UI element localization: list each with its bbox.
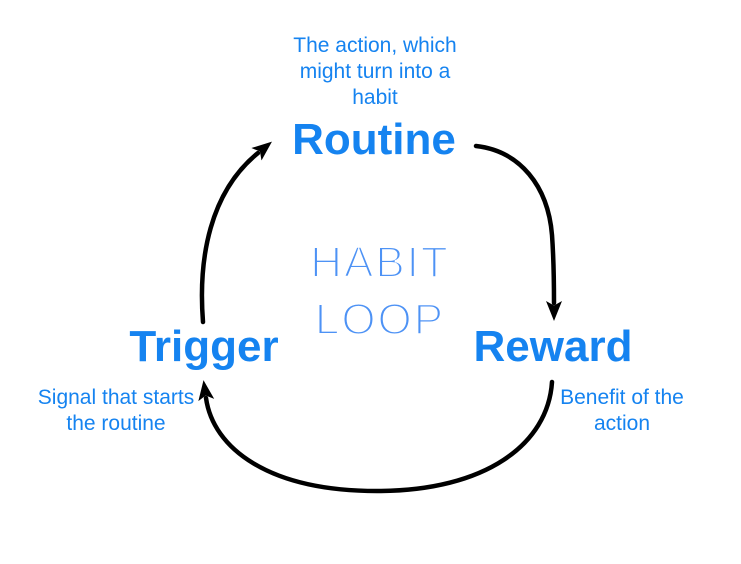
trigger-note: Signal that starts the routine [37, 386, 195, 435]
diagram-title: HABIT LOOP [309, 234, 450, 348]
trigger-label: Trigger [129, 322, 279, 371]
routine-label: Routine [292, 115, 456, 164]
arrow-routine-to-reward [473, 143, 562, 321]
reward-label: Reward [473, 322, 633, 371]
diagram-title-line-2: LOOP [314, 294, 446, 345]
diagram-title-line-1: HABIT [309, 237, 450, 288]
routine-note: The action, which might turn into a habi… [293, 34, 457, 109]
arrow-trigger-to-routine [199, 141, 272, 325]
reward-note: Benefit of the action [560, 386, 684, 435]
arrow-reward-to-trigger [198, 379, 555, 494]
